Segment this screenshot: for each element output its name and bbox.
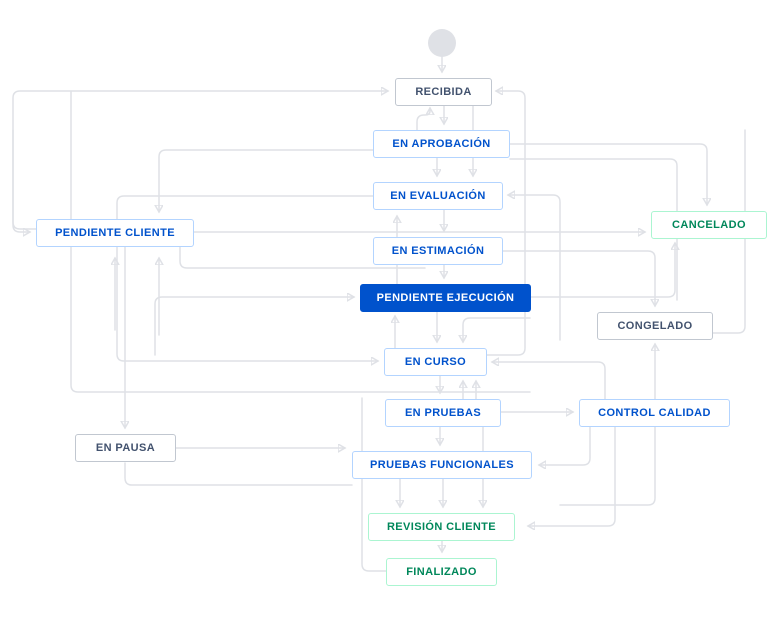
workflow-node-en-pausa[interactable]: EN PAUSA [75, 434, 176, 462]
workflow-node-en-evaluacion[interactable]: EN EVALUACIÓN [373, 182, 503, 210]
workflow-node-control-calidad[interactable]: CONTROL CALIDAD [579, 399, 730, 427]
workflow-node-en-estimacion[interactable]: EN ESTIMACIÓN [373, 237, 503, 265]
workflow-node-en-aprobacion[interactable]: EN APROBACIÓN [373, 130, 510, 158]
workflow-node-en-pruebas[interactable]: EN PRUEBAS [385, 399, 501, 427]
workflow-node-pruebas-funcionales[interactable]: PRUEBAS FUNCIONALES [352, 451, 532, 479]
workflow-node-pendiente-cliente[interactable]: PENDIENTE CLIENTE [36, 219, 194, 247]
workflow-node-pendiente-ejecucion-current[interactable]: PENDIENTE EJECUCIÓN [360, 284, 531, 312]
workflow-node-cancelado[interactable]: CANCELADO [651, 211, 767, 239]
workflow-node-congelado[interactable]: CONGELADO [597, 312, 713, 340]
workflow-node-finalizado[interactable]: FINALIZADO [386, 558, 497, 586]
workflow-node-recibida[interactable]: RECIBIDA [395, 78, 492, 106]
start-node-icon [428, 29, 456, 57]
workflow-node-en-curso[interactable]: EN CURSO [384, 348, 487, 376]
workflow-node-revision-cliente[interactable]: REVISIÓN CLIENTE [368, 513, 515, 541]
